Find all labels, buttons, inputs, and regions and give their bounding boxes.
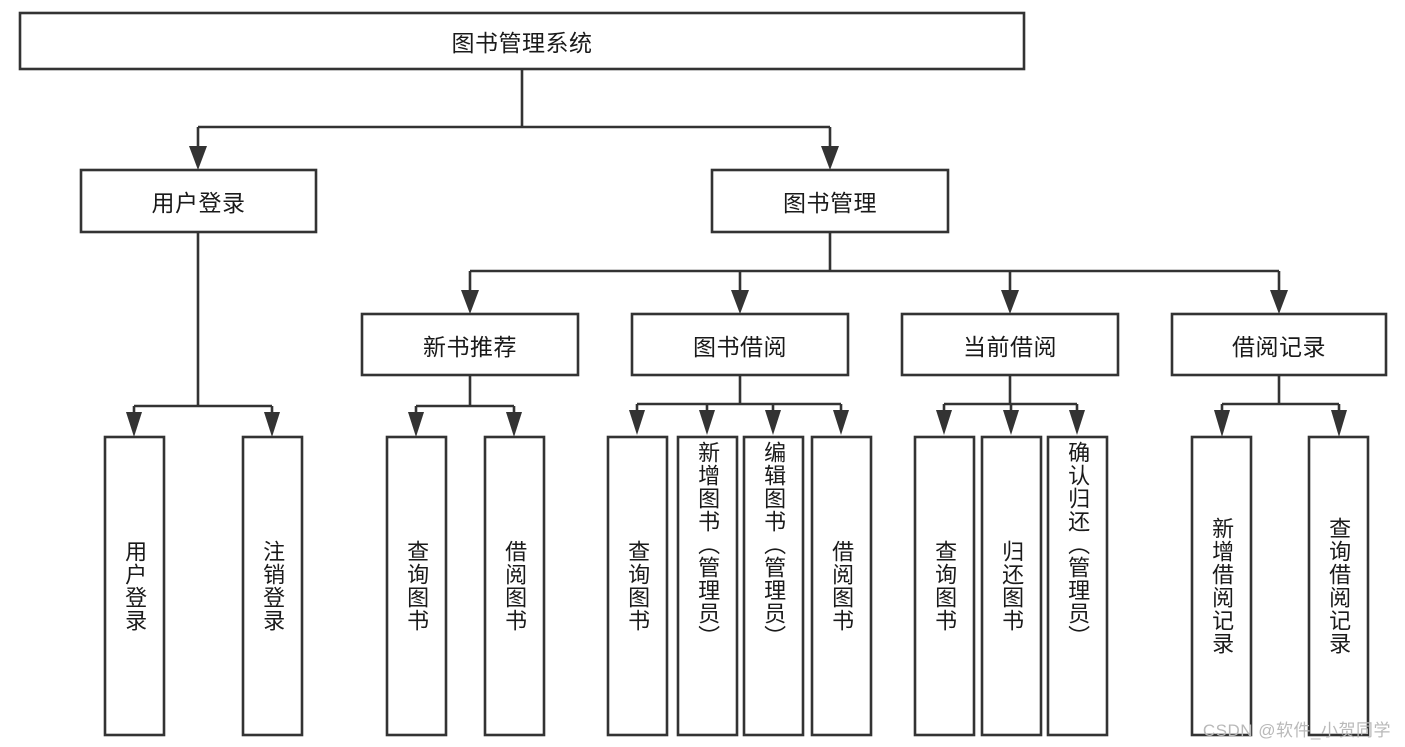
arrow-head-level2-0 xyxy=(189,146,207,170)
leaf-box-new-book-1[interactable] xyxy=(483,435,546,737)
arrow-head-book-borrow-0 xyxy=(629,410,645,435)
arrow-head-level3-2 xyxy=(1001,290,1019,314)
arrow-head-level3-0 xyxy=(461,290,479,314)
arrow-head-borrow-records-0 xyxy=(1214,410,1230,437)
leaf-box-current-borrow-0[interactable] xyxy=(913,435,976,737)
arrow-head-user-login-1 xyxy=(264,412,280,437)
arrow-head-new-book-1 xyxy=(506,412,522,437)
arrow-head-book-borrow-3 xyxy=(833,410,849,435)
leaf-box-book-borrow-0[interactable] xyxy=(606,435,669,737)
arrow-head-level3-1 xyxy=(731,290,749,314)
leaf-box-user-login-0[interactable] xyxy=(103,435,166,737)
arrow-head-new-book-0 xyxy=(408,412,424,437)
arrow-head-book-borrow-1 xyxy=(699,410,715,435)
node-borrow-records-box[interactable] xyxy=(1170,312,1388,377)
node-book-borrow-box[interactable] xyxy=(630,312,850,377)
node-user-login-box[interactable] xyxy=(79,168,318,234)
leaf-box-borrow-records-1[interactable] xyxy=(1307,435,1370,737)
arrow-head-level3-3 xyxy=(1270,290,1288,314)
arrow-head-level2-1 xyxy=(821,146,839,170)
node-book-management-box[interactable] xyxy=(710,168,950,234)
csdn-watermark: CSDN @软件_小贺同学 xyxy=(1202,721,1391,740)
arrow-head-current-borrow-1 xyxy=(1003,410,1019,435)
node-root-box[interactable] xyxy=(18,11,1026,71)
node-new-book-recommend-box[interactable] xyxy=(360,312,580,377)
leaf-box-borrow-records-0[interactable] xyxy=(1190,435,1253,737)
arrow-head-current-borrow-0 xyxy=(936,410,952,435)
node-current-borrow-box[interactable] xyxy=(900,312,1120,377)
leaf-box-current-borrow-1[interactable] xyxy=(980,435,1043,737)
arrow-head-book-borrow-2 xyxy=(765,410,781,435)
arrow-head-borrow-records-1 xyxy=(1331,410,1347,437)
leaf-box-new-book-0[interactable] xyxy=(385,435,448,737)
arrow-head-user-login-0 xyxy=(126,412,142,437)
leaf-box-book-borrow-2[interactable] xyxy=(742,435,805,737)
leaf-box-book-borrow-1[interactable] xyxy=(676,435,739,737)
leaf-box-book-borrow-3[interactable] xyxy=(810,435,873,737)
arrow-head-current-borrow-2 xyxy=(1069,410,1085,435)
leaf-box-user-login-1[interactable] xyxy=(241,435,304,737)
leaf-box-current-borrow-2[interactable] xyxy=(1046,435,1109,737)
